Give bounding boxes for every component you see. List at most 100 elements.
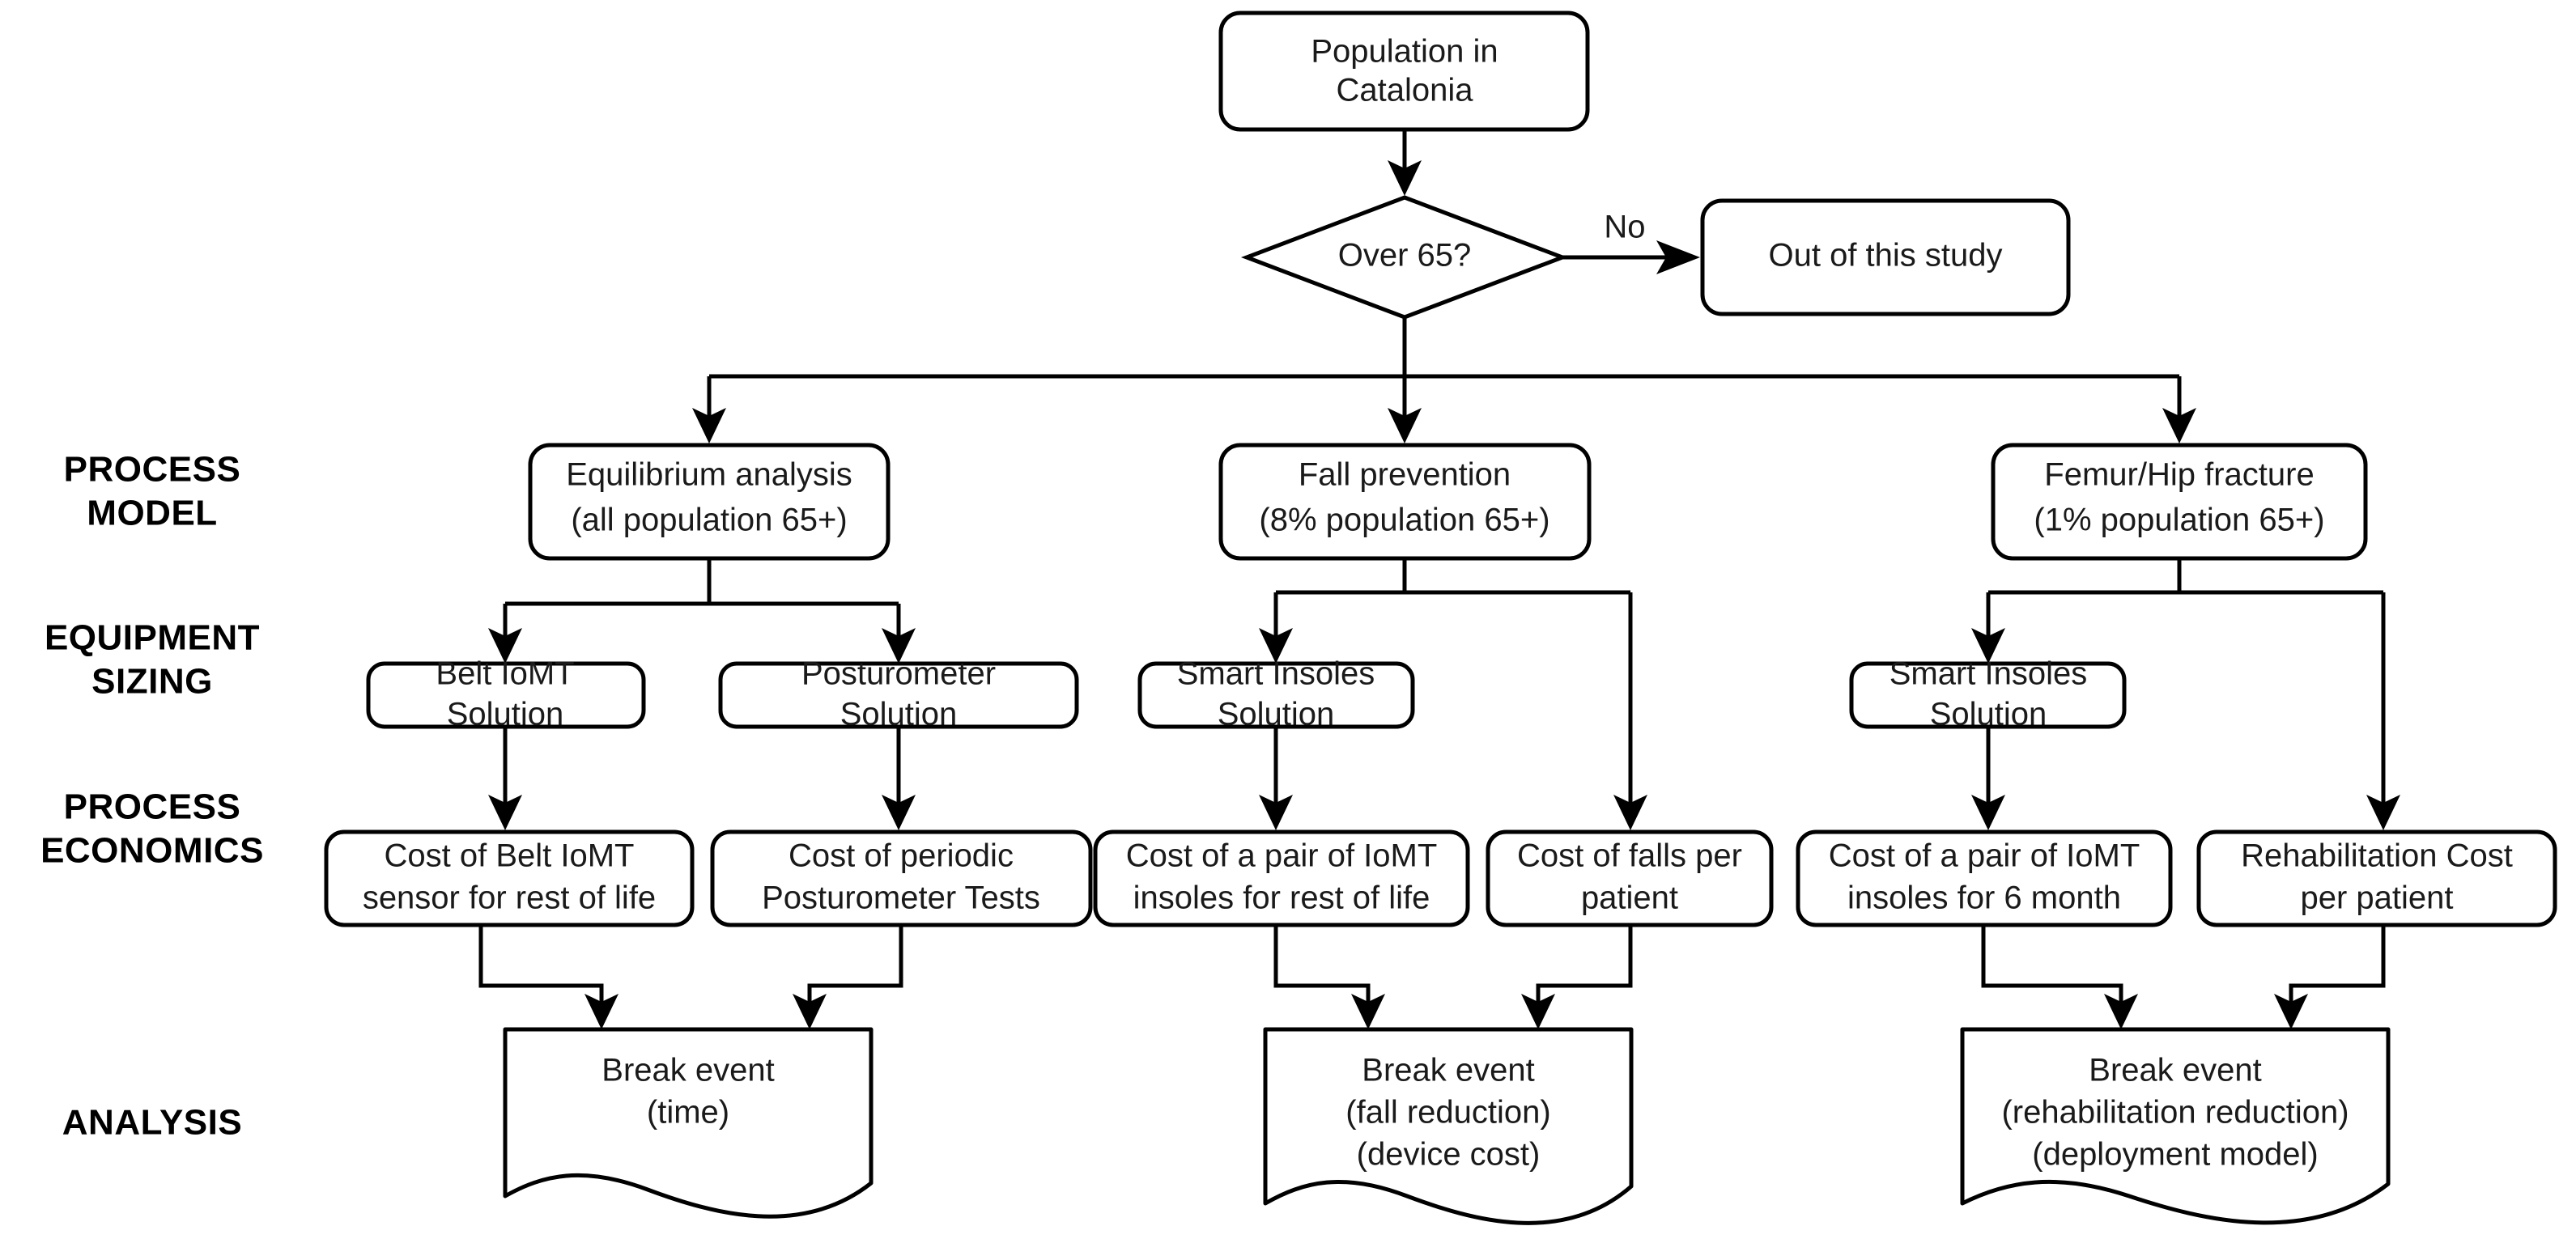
node-fall-prevention-shape — [1218, 443, 1592, 561]
connector-fall-prevention-split — [1259, 558, 1647, 830]
node-smart-insoles-solution-fall-shape — [1137, 661, 1415, 729]
node-break-event-time[interactable]: Break event (time) — [503, 1027, 874, 1219]
node-posturometer-solution-line2: Solution — [840, 697, 958, 732]
node-cost-insoles-rest-of-life-line1: Cost of a pair of IoMT — [1126, 838, 1438, 874]
node-over65-label: Over 65? — [1338, 238, 1472, 274]
row-label-analysis-line1: ANALYSIS — [62, 1103, 242, 1143]
node-population-line2: Catalonia — [1336, 73, 1473, 108]
node-break-event-fall-shape — [1263, 1027, 1634, 1225]
node-cost-belt-iomt[interactable]: Cost of Belt IoMT sensor for rest of lif… — [324, 829, 695, 927]
node-femur-hip-fracture-line1: Femur/Hip fracture — [2044, 457, 2314, 493]
node-cost-falls-per-patient-shape — [1486, 829, 1774, 927]
row-label-equipment-sizing-line1: EQUIPMENT — [45, 618, 260, 658]
node-over65-shape — [1240, 195, 1569, 320]
node-belt-iomt-solution-line2: Solution — [447, 697, 564, 732]
row-label-equipment-sizing-line2: SIZING — [91, 662, 213, 702]
row-label-analysis: ANALYSIS — [62, 1103, 242, 1143]
node-break-event-fall[interactable]: Break event (fall reduction) (device cos… — [1263, 1027, 1634, 1225]
node-rehabilitation-cost-shape — [2196, 829, 2557, 927]
node-cost-falls-per-patient[interactable]: Cost of falls per patient — [1486, 829, 1774, 927]
node-fall-prevention-line2: (8% population 65+) — [1259, 503, 1549, 538]
node-rehabilitation-cost-line2: per patient — [2300, 880, 2453, 916]
node-cost-falls-per-patient-line2: patient — [1581, 880, 1678, 916]
node-posturometer-solution-shape — [718, 661, 1079, 729]
edge-label-no: No — [1604, 210, 1645, 245]
connector-posturometer-to-cost-posturometer — [882, 727, 916, 830]
node-break-event-time-shape — [503, 1027, 874, 1219]
node-equilibrium-analysis[interactable]: Equilibrium analysis (all population 65+… — [528, 443, 891, 561]
node-cost-insoles-6-month-line1: Cost of a pair of IoMT — [1829, 838, 2140, 874]
node-equilibrium-analysis-line2: (all population 65+) — [571, 503, 847, 538]
node-cost-falls-per-patient-line1: Cost of falls per — [1517, 838, 1742, 874]
row-label-process-economics-line2: ECONOMICS — [40, 831, 264, 871]
node-break-event-rehab-shape — [1960, 1027, 2391, 1225]
node-rehabilitation-cost[interactable]: Rehabilitation Cost per patient — [2196, 829, 2557, 927]
node-posturometer-solution[interactable]: Posturometer Solution — [718, 656, 1079, 732]
node-belt-iomt-solution[interactable]: Belt IoMT Solution — [366, 656, 646, 732]
node-smart-insoles-solution-fall-line2: Solution — [1218, 697, 1335, 732]
node-cost-belt-iomt-shape — [324, 829, 695, 927]
node-break-event-fall-line1: Break event — [1362, 1053, 1534, 1088]
row-label-equipment-sizing: EQUIPMENT SIZING — [45, 618, 260, 702]
connector-cost-insoles-life-to-break-fall — [1273, 925, 1385, 1029]
connector-cost-belt-to-break-time — [478, 925, 618, 1029]
node-cost-belt-iomt-line1: Cost of Belt IoMT — [385, 838, 635, 874]
row-label-process-economics: PROCESS ECONOMICS — [40, 787, 264, 871]
connector-over65-split — [692, 317, 2196, 443]
node-out-of-study-label: Out of this study — [1768, 238, 2002, 274]
connector-cost-posturometer-to-break-time — [793, 925, 903, 1029]
node-cost-posturometer-tests-shape — [710, 829, 1093, 927]
node-out-of-study-shape — [1700, 198, 2071, 316]
connector-cost-insoles-6m-to-break-rehab — [1981, 925, 2138, 1029]
connector-equilibrium-split — [488, 558, 916, 664]
node-break-event-fall-line2: (fall reduction) — [1345, 1095, 1550, 1131]
row-label-process-model: PROCESS MODEL — [64, 450, 241, 533]
node-break-event-rehab-line2: (rehabilitation reduction) — [2001, 1095, 2349, 1131]
row-label-process-economics-line1: PROCESS — [64, 787, 241, 827]
node-smart-insoles-solution-femur-line2: Solution — [1930, 697, 2047, 732]
node-break-event-fall-line3: (device cost) — [1357, 1137, 1541, 1173]
node-break-event-rehab-line1: Break event — [2089, 1053, 2261, 1088]
node-belt-iomt-solution-shape — [366, 661, 646, 729]
connector-population-to-over65 — [1388, 129, 1422, 196]
node-smart-insoles-solution-femur[interactable]: Smart Insoles Solution — [1849, 656, 2127, 732]
node-cost-insoles-6-month[interactable]: Cost of a pair of IoMT insoles for 6 mon… — [1796, 829, 2173, 927]
connector-over65-to-out-of-study — [1562, 240, 1700, 274]
node-break-event-time-line2: (time) — [647, 1095, 729, 1131]
node-belt-iomt-solution-line1: Belt IoMT — [436, 656, 574, 692]
node-cost-insoles-6-month-shape — [1796, 829, 2173, 927]
node-out-of-study[interactable]: Out of this study — [1700, 198, 2071, 316]
node-break-event-rehab[interactable]: Break event (rehabilitation reduction) (… — [1960, 1027, 2391, 1225]
node-cost-insoles-rest-of-life-line2: insoles for rest of life — [1133, 880, 1430, 916]
row-label-process-model-line2: MODEL — [87, 494, 217, 533]
node-smart-insoles-solution-fall[interactable]: Smart Insoles Solution — [1137, 656, 1415, 732]
node-smart-insoles-solution-femur-line1: Smart Insoles — [1889, 656, 2088, 692]
node-cost-posturometer-tests[interactable]: Cost of periodic Posturometer Tests — [710, 829, 1093, 927]
node-cost-insoles-6-month-line2: insoles for 6 month — [1847, 880, 2121, 916]
node-cost-belt-iomt-line2: sensor for rest of life — [363, 880, 656, 916]
node-cost-posturometer-tests-line2: Posturometer Tests — [762, 880, 1040, 916]
connector-smart-insoles-fall-to-cost — [1259, 727, 1293, 830]
node-fall-prevention-line1: Fall prevention — [1299, 457, 1511, 493]
node-femur-hip-fracture[interactable]: Femur/Hip fracture (1% population 65+) — [1991, 443, 2368, 561]
node-cost-insoles-rest-of-life-shape — [1093, 829, 1470, 927]
node-fall-prevention[interactable]: Fall prevention (8% population 65+) — [1218, 443, 1592, 561]
connector-rehab-cost-to-break-rehab — [2274, 925, 2386, 1029]
node-over65[interactable]: Over 65? — [1240, 195, 1569, 320]
node-femur-hip-fracture-line2: (1% population 65+) — [2034, 503, 2324, 538]
node-population-line1: Population in — [1311, 34, 1498, 70]
node-break-event-rehab-line3: (deployment model) — [2032, 1137, 2319, 1173]
node-smart-insoles-solution-femur-shape — [1849, 661, 2127, 729]
node-cost-insoles-rest-of-life[interactable]: Cost of a pair of IoMT insoles for rest … — [1093, 829, 1470, 927]
node-equilibrium-analysis-line1: Equilibrium analysis — [566, 457, 852, 493]
row-label-process-model-line1: PROCESS — [64, 450, 241, 490]
connector-smart-insoles-femur-to-cost — [1971, 727, 2005, 830]
node-smart-insoles-solution-fall-line1: Smart Insoles — [1177, 656, 1375, 692]
connector-cost-falls-to-break-fall — [1521, 925, 1633, 1029]
node-population[interactable]: Population in Catalonia — [1218, 11, 1590, 132]
node-rehabilitation-cost-line1: Rehabilitation Cost — [2241, 838, 2513, 874]
node-cost-posturometer-tests-line1: Cost of periodic — [789, 838, 1014, 874]
node-break-event-time-line1: Break event — [601, 1053, 774, 1088]
